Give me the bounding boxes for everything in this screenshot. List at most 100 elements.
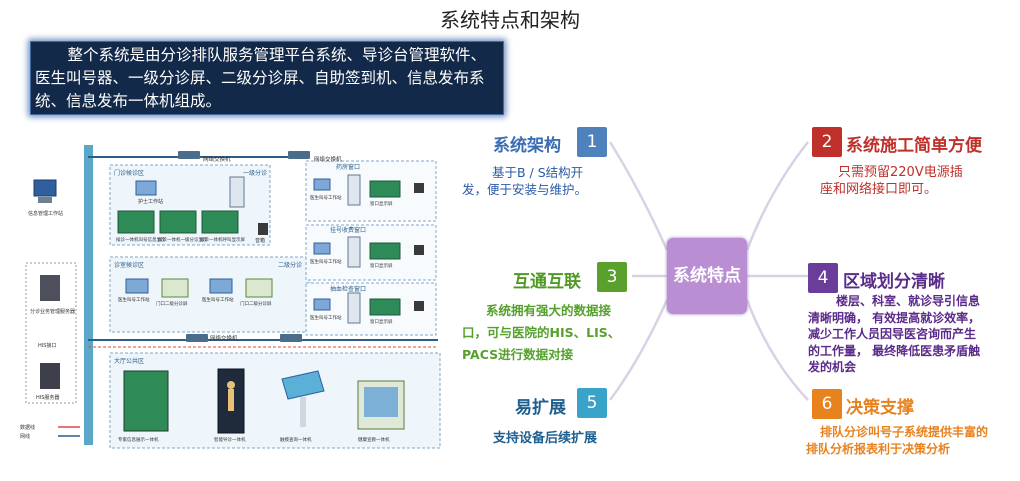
zone-label-erji: 二级分诊 xyxy=(278,261,302,269)
zone-zhenshi xyxy=(109,256,311,333)
feature-4-desc-line: 发的机会 xyxy=(808,360,857,374)
feature-3-desc: 系统拥有强大的数据接 口，可与医院的HIS、LIS、 PACS进行数据对接 xyxy=(462,300,662,366)
zone-label-yaofang: 药房窗口 xyxy=(336,163,360,171)
reg-screen-label: 窗口显示屏 xyxy=(370,262,393,269)
feature-2-desc-line: 只需预留220V电源插 xyxy=(838,165,963,180)
zone-label-menzhen: 门诊候诊区 xyxy=(114,169,144,177)
switch-bottom-label: 网络交换机 xyxy=(210,334,238,342)
feature-3-number: 3 xyxy=(597,262,627,292)
his-port-label: HIS接口 xyxy=(38,342,56,349)
switch-top-left-label: 网络交换机 xyxy=(203,155,231,163)
backbone-line xyxy=(84,145,93,445)
blood-screen-icon xyxy=(369,298,401,316)
feature-6-desc-line: 排队分诊叫号子系统提供丰富的 xyxy=(820,425,989,439)
feature-1-title: 系统架构 xyxy=(493,136,561,156)
switch-top-right-label: 网络交换机 xyxy=(314,155,342,163)
feature-1-number: 1 xyxy=(577,127,607,157)
doctor3-label: 医生叫号工作站 xyxy=(202,296,234,303)
feature-4-desc-line: 楼层、科室、就诊导引信息 xyxy=(836,294,981,308)
speaker1-icon xyxy=(258,223,268,235)
server1-icon xyxy=(40,275,60,301)
server2-label: HIS服务器 xyxy=(36,394,59,401)
pub2-icon xyxy=(217,368,245,434)
blood-pc-icon xyxy=(313,298,331,311)
pharm-pc-label: 医生叫号工作站 xyxy=(310,194,342,201)
doctor3-icon xyxy=(209,278,233,294)
legend-dash-label: 网线 xyxy=(20,433,30,440)
pub2-label: 智能导诊一体机 xyxy=(214,436,246,443)
kiosk1-icon xyxy=(229,176,245,208)
feature-1-desc: 基于B / S结构开 发，便于安装与维护。 xyxy=(462,164,622,198)
feature-3-desc-line: PACS进行数据对接 xyxy=(462,347,574,362)
pub3-icon xyxy=(281,370,325,400)
zone-label-chouxue: 抽血检查窗口 xyxy=(330,285,366,293)
feature-1-desc-line: 基于B / S结构开 xyxy=(492,165,584,180)
nurse-station-label: 护士工作站 xyxy=(138,198,163,205)
feature-2-number: 2 xyxy=(812,127,842,157)
screen2-icon xyxy=(159,210,197,234)
admin-pc-label: 信息管理工作站 xyxy=(28,210,63,217)
feature-6-title: 决策支撑 xyxy=(846,398,914,418)
feature-4-title: 区域划分清晰 xyxy=(843,272,945,292)
feature-3-title: 互通互联 xyxy=(513,272,581,292)
switch-top-left-icon xyxy=(178,151,200,159)
zone-label-yiji: 一级分诊 xyxy=(243,169,267,177)
feature-4-number: 4 xyxy=(808,263,838,293)
network-architecture-diagram: 门诊候诊区 一级分诊 诊室候诊区 二级分诊 大厅公共区 药房窗口 挂号收费窗口 … xyxy=(18,135,448,455)
doctor4-icon xyxy=(245,278,273,298)
pharm-screen-label: 窗口显示屏 xyxy=(370,200,393,207)
feature-6-desc-line: 排队分析报表利于决策分析 xyxy=(806,442,951,456)
reg-pc-icon xyxy=(313,242,331,255)
feature-5-desc-line: 支持设备后续扩展 xyxy=(493,431,598,446)
screen3-label: 候诊一体机呼叫显示屏 xyxy=(200,236,245,243)
admin-pc-icon xyxy=(33,179,57,197)
intro-box: 整个系统是由分诊排队服务管理平台系统、导诊台管理软件、医生叫号器、一级分诊屏、二… xyxy=(30,41,504,115)
legend-solid-label: 数据线 xyxy=(20,424,35,431)
pub3-label: 触摸查询一体机 xyxy=(280,436,312,443)
feature-6-desc: 排队分诊叫号子系统提供丰富的 排队分析报表利于决策分析 xyxy=(806,424,1016,458)
feature-5-title: 易扩展 xyxy=(515,398,566,418)
nurse-station-icon xyxy=(135,180,157,196)
doctor1-icon xyxy=(125,278,149,294)
feature-2-title: 系统施工简单方便 xyxy=(846,136,982,156)
feature-2-desc-line: 座和网络接口即可。 xyxy=(820,182,938,197)
zone-label-dating: 大厅公共区 xyxy=(114,357,144,365)
feature-5-desc: 支持设备后续扩展 xyxy=(493,430,597,447)
doctor2-icon xyxy=(161,278,189,298)
doctor4-label: 门口二级分诊屏 xyxy=(240,300,272,307)
pharm-screen-icon xyxy=(369,180,401,198)
zone-label-guahao: 挂号收费窗口 xyxy=(330,226,366,234)
pub4-label: 健康宣教一体机 xyxy=(358,436,390,443)
switch-bottom-icon xyxy=(186,334,208,342)
feature-5-number: 5 xyxy=(577,388,607,418)
pub1-label: 专家信息展示一体机 xyxy=(118,436,159,443)
pharm-pc-icon xyxy=(313,178,331,191)
pub1-icon xyxy=(123,370,169,432)
feature-3-desc-line: 系统拥有强大的数据接 xyxy=(486,303,612,318)
screen2-label: 候诊一体机一级分诊显示 xyxy=(158,236,208,243)
blood-screen-label: 窗口显示屏 xyxy=(370,318,393,325)
speaker1-label: 音箱 xyxy=(255,237,265,244)
reg-screen-icon xyxy=(369,242,401,260)
server1-label: 分诊业务管理服务器 xyxy=(30,308,75,315)
doctor1-label: 医生叫号工作站 xyxy=(118,296,150,303)
feature-4-desc-line: 减少工作人员因导医咨询而产生 xyxy=(808,327,977,341)
doctor2-label: 门口二级分诊屏 xyxy=(156,300,188,307)
feature-2-desc: 只需预留220V电源插 座和网络接口即可。 xyxy=(820,164,1000,198)
feature-6-number: 6 xyxy=(812,389,842,419)
reg-pc-label: 医生叫号工作站 xyxy=(310,258,342,265)
page-title: 系统特点和架构 xyxy=(440,8,580,32)
feature-4-desc-line: 清晰明确， 有效提高就诊效率， xyxy=(808,310,981,325)
blood-pc-label: 医生叫号工作站 xyxy=(310,314,342,321)
feature-1-desc-line: 发，便于安装与维护。 xyxy=(462,182,588,197)
feature-4-desc: 楼层、科室、就诊导引信息 清晰明确， 有效提高就诊效率， 减少工作人员因导医咨询… xyxy=(808,293,1013,376)
switch-top-right-icon xyxy=(288,151,310,159)
switch-bottom2-icon xyxy=(280,334,302,342)
feature-3-desc-line: 口，可与医院的HIS、LIS、 xyxy=(462,325,621,340)
screen1-label: 候诊一体机叫号信息显示 xyxy=(116,236,166,243)
screen1-icon xyxy=(117,210,155,234)
screen3-icon xyxy=(201,210,239,234)
center-node: 系统特点 xyxy=(667,238,747,314)
server2-icon xyxy=(40,363,60,389)
